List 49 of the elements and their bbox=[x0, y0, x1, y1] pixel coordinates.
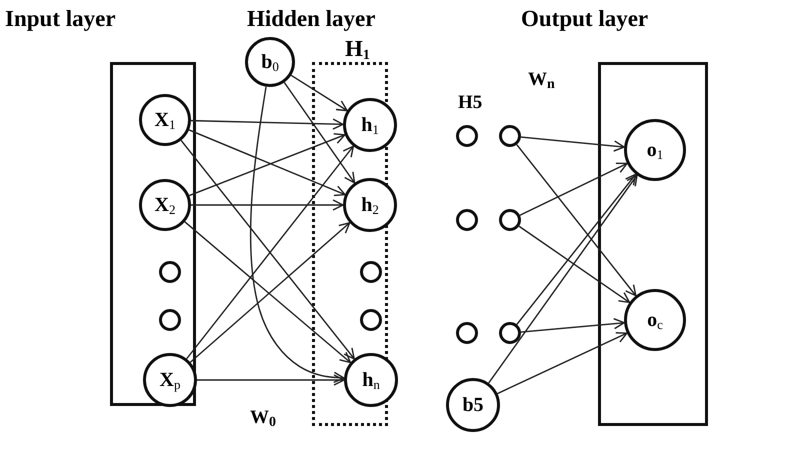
layer-heading: Output layer bbox=[521, 7, 648, 30]
weight-label: H5 bbox=[458, 93, 482, 112]
neuron-circle bbox=[343, 178, 397, 232]
connection-arrow bbox=[190, 118, 344, 130]
neuron-label: o$_{1}$ bbox=[646, 140, 664, 160]
layer-sublabel: H$_{1}$ bbox=[345, 37, 370, 63]
connection-arrow bbox=[516, 174, 636, 325]
layer-heading: Hidden layer bbox=[247, 7, 376, 30]
neuron-label: h$_{n}$ bbox=[362, 370, 380, 390]
connection-arrow bbox=[518, 226, 630, 304]
neuron-label: h$_{1}$ bbox=[361, 114, 379, 136]
neuron-circle bbox=[499, 322, 521, 344]
connection-arrow bbox=[290, 74, 348, 112]
neuron-circle bbox=[456, 322, 478, 344]
connection-arrow bbox=[497, 332, 628, 394]
neuron-circle bbox=[344, 353, 398, 407]
connection-arrow bbox=[250, 86, 345, 384]
neuron-label: X$_{2}$ bbox=[154, 194, 176, 216]
neuron-circle bbox=[139, 179, 191, 231]
layer-heading: Input layer bbox=[5, 7, 116, 30]
neuron-circle bbox=[343, 98, 397, 152]
neuron-label: X$_{1}$ bbox=[154, 110, 176, 130]
neuron-circle bbox=[456, 209, 478, 231]
neuron-circle bbox=[143, 353, 197, 407]
neuron-label: X$_{p}$ bbox=[160, 370, 180, 390]
connection-arrow bbox=[488, 174, 638, 384]
neuron-circle bbox=[499, 125, 521, 147]
neuron-circle bbox=[159, 309, 181, 331]
connection-arrow bbox=[520, 318, 625, 333]
neuron-label: b5 bbox=[462, 395, 484, 415]
connection-arrow bbox=[197, 374, 345, 386]
connection-arrow bbox=[191, 199, 344, 211]
connection-arrow bbox=[520, 136, 625, 152]
neuron-circle bbox=[159, 261, 181, 283]
neuron-circle bbox=[360, 261, 382, 283]
weight-label: W$_{0}$ bbox=[250, 408, 276, 430]
neuron-label: b$_{0}$ bbox=[261, 52, 279, 72]
connection-arrow bbox=[516, 144, 636, 296]
weight-label: W$_{n}$ bbox=[528, 70, 555, 92]
neuron-circle bbox=[499, 209, 521, 231]
neuron-circle bbox=[245, 37, 295, 87]
neuron-circle bbox=[360, 309, 382, 331]
neuron-circle bbox=[446, 378, 500, 432]
neuron-circle bbox=[456, 125, 478, 147]
connection-arrow bbox=[284, 82, 356, 184]
neuron-circle bbox=[139, 94, 191, 146]
neuron-label: h$_{2}$ bbox=[361, 194, 379, 216]
connection-arrow bbox=[520, 162, 628, 216]
neuron-label: o$_{c}$ bbox=[647, 310, 663, 330]
